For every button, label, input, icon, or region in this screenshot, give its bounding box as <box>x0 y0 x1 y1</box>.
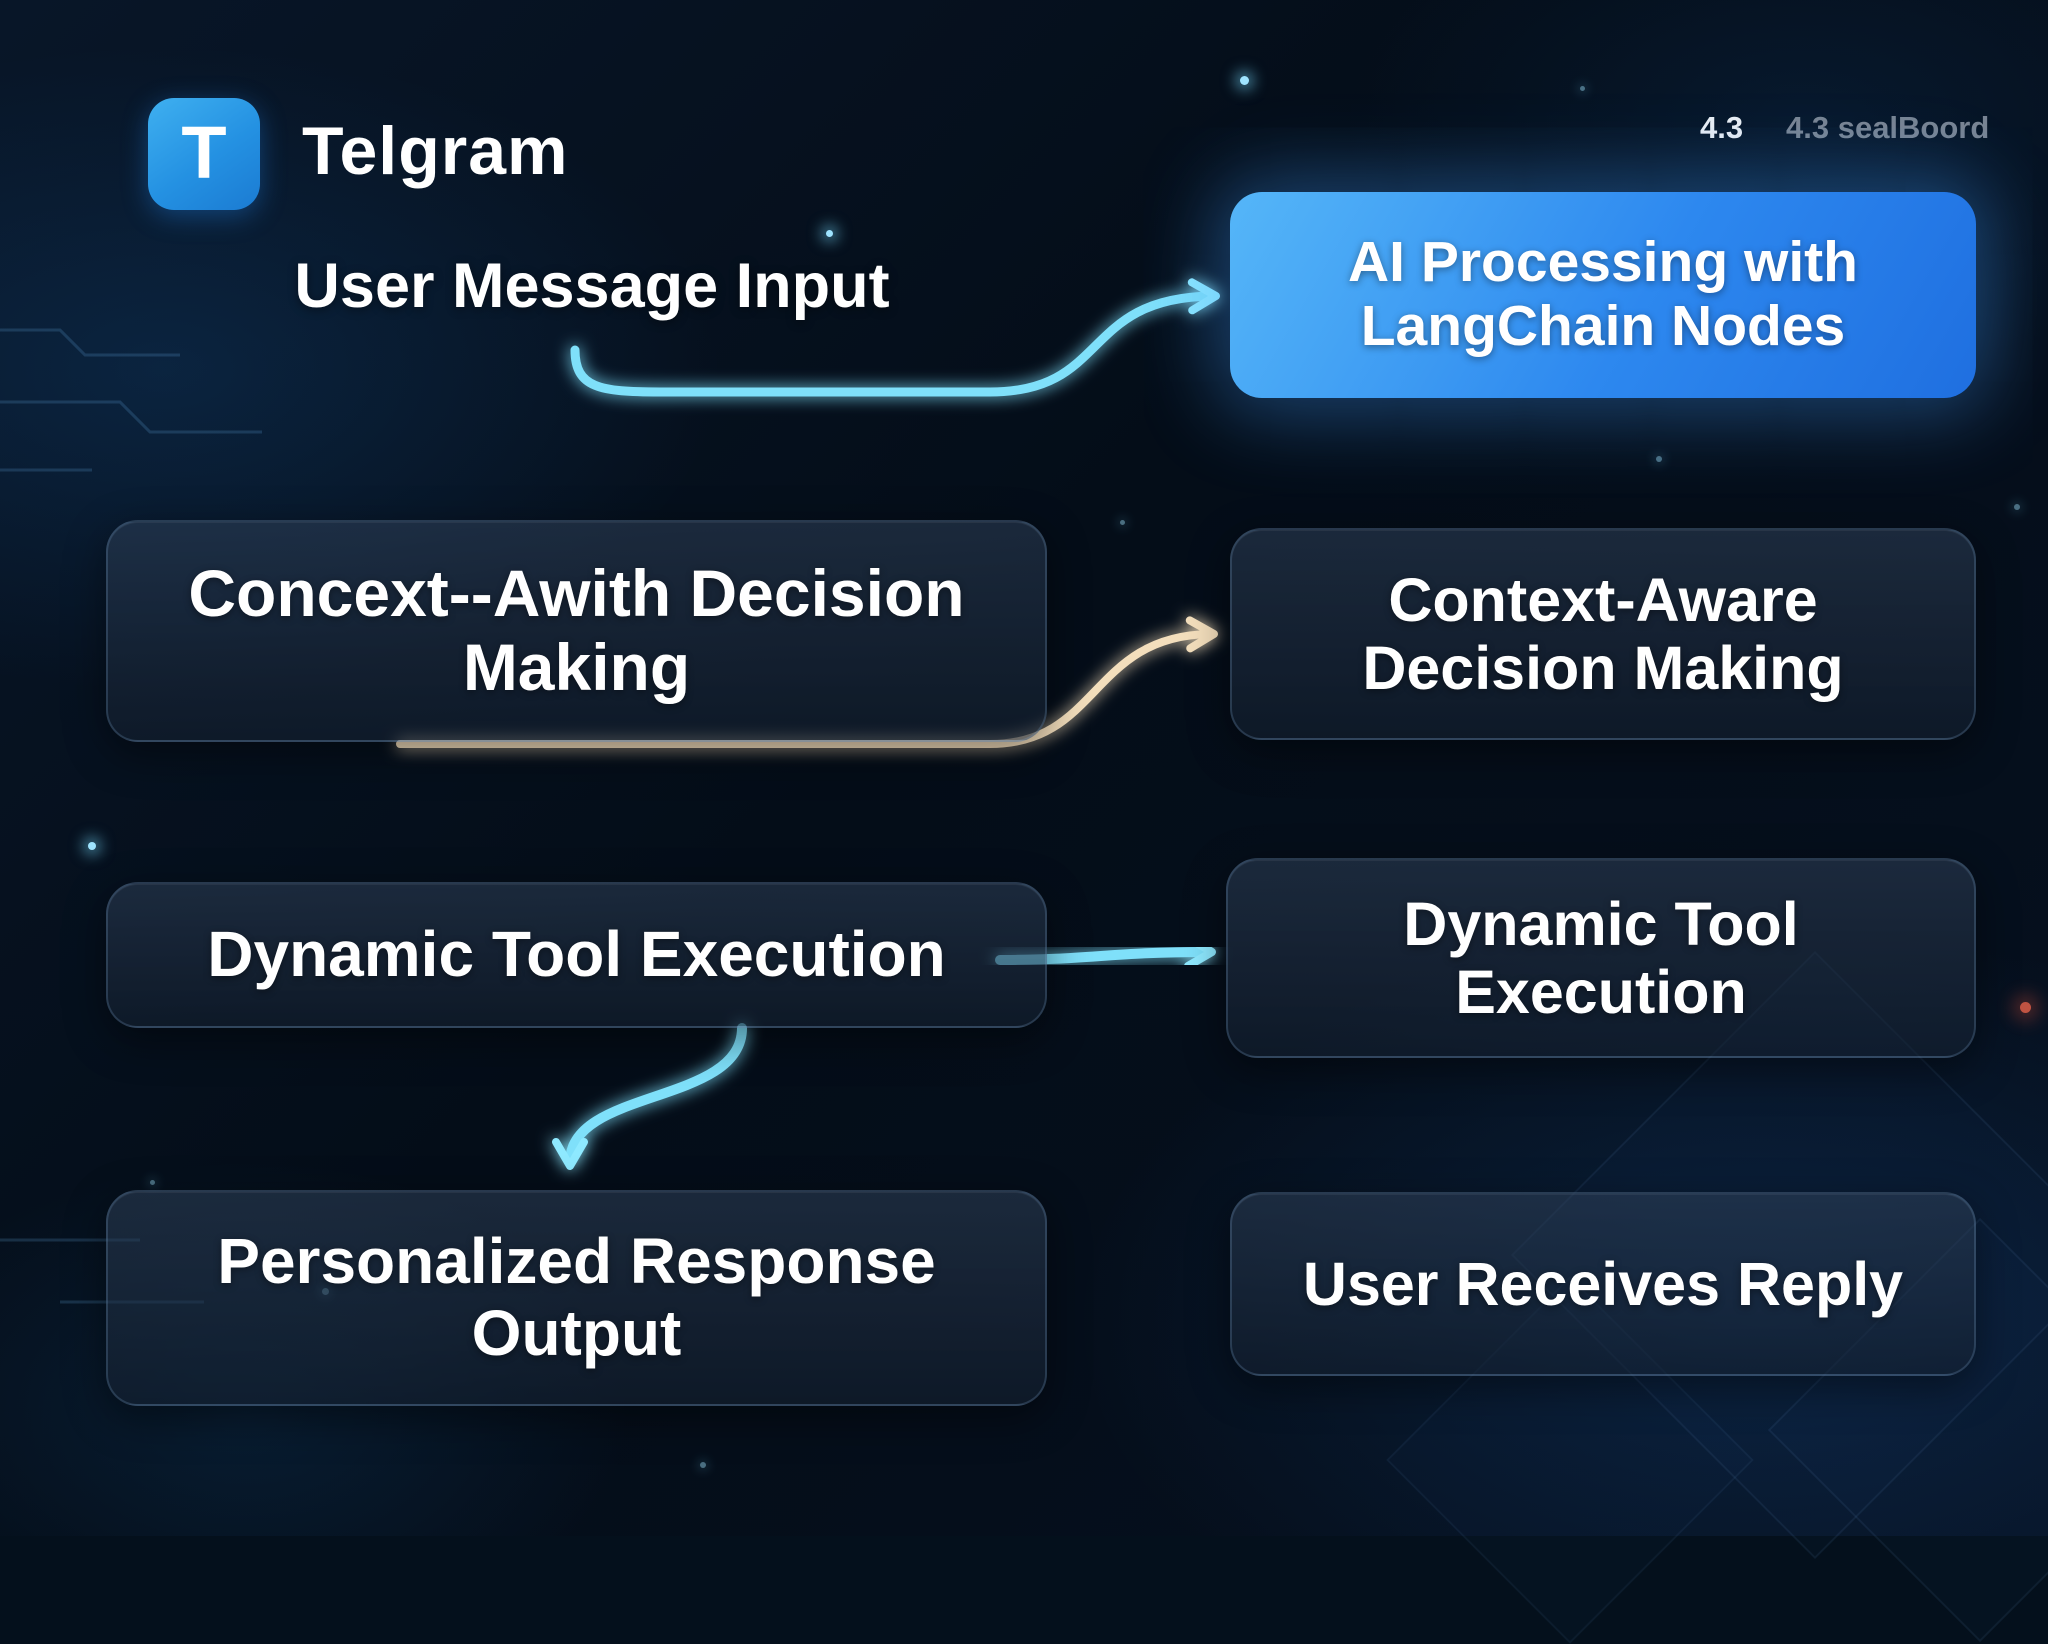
arrow-dynamic-left-to-output-left <box>552 1023 747 1170</box>
version-badge-secondary: 4.3 sealBoord <box>1786 110 1990 145</box>
flow-node-label: AI Processing with LangChain Nodes <box>1348 230 1858 358</box>
flow-node-context-right: Context-Aware Decision Making <box>1230 528 1976 740</box>
glow-dot <box>826 230 833 237</box>
glow-dot <box>1240 76 1249 85</box>
circuit-trace-decoration <box>0 328 262 1304</box>
flow-node-output-left: Personalized Response Output <box>106 1190 1047 1406</box>
flow-node-ai-processing: AI Processing with LangChain Nodes <box>1230 192 1976 398</box>
telegram-logo-glyph: T <box>181 110 227 194</box>
flow-node-label: Personalized Response Output <box>217 1225 936 1369</box>
glow-dot <box>1120 520 1125 525</box>
flow-node-label: User Receives Reply <box>1302 1249 1904 1318</box>
flow-node-label: Dynamic Tool Execution <box>207 918 946 991</box>
version-badge-primary: 4.3 <box>1700 110 1744 145</box>
flow-node-label: Dynamic Tool Execution <box>1403 889 1799 1026</box>
flow-node-reply-right: User Receives Reply <box>1230 1192 1976 1376</box>
app-title: Telgram <box>302 113 569 189</box>
glow-dot <box>1656 456 1662 462</box>
flow-node-user-message-input: User Message Input <box>294 251 890 321</box>
flow-node-label: Concext--Awith Decision Making <box>188 556 965 704</box>
flow-node-context-left: Concext--Awith Decision Making <box>106 520 1047 742</box>
flow-node-dynamic-left: Dynamic Tool Execution <box>106 882 1047 1028</box>
flow-node-label: Context-Aware Decision Making <box>1362 565 1844 702</box>
telegram-logo-icon: T <box>148 98 260 210</box>
flow-node-dynamic-right: Dynamic Tool Execution <box>1226 858 1976 1058</box>
glow-dot <box>2014 504 2020 510</box>
glow-dot <box>88 842 96 850</box>
glow-dot-red <box>2020 1002 2031 1013</box>
glow-dot <box>700 1462 706 1468</box>
glow-dot <box>1580 86 1585 91</box>
glow-dot <box>150 1180 155 1185</box>
